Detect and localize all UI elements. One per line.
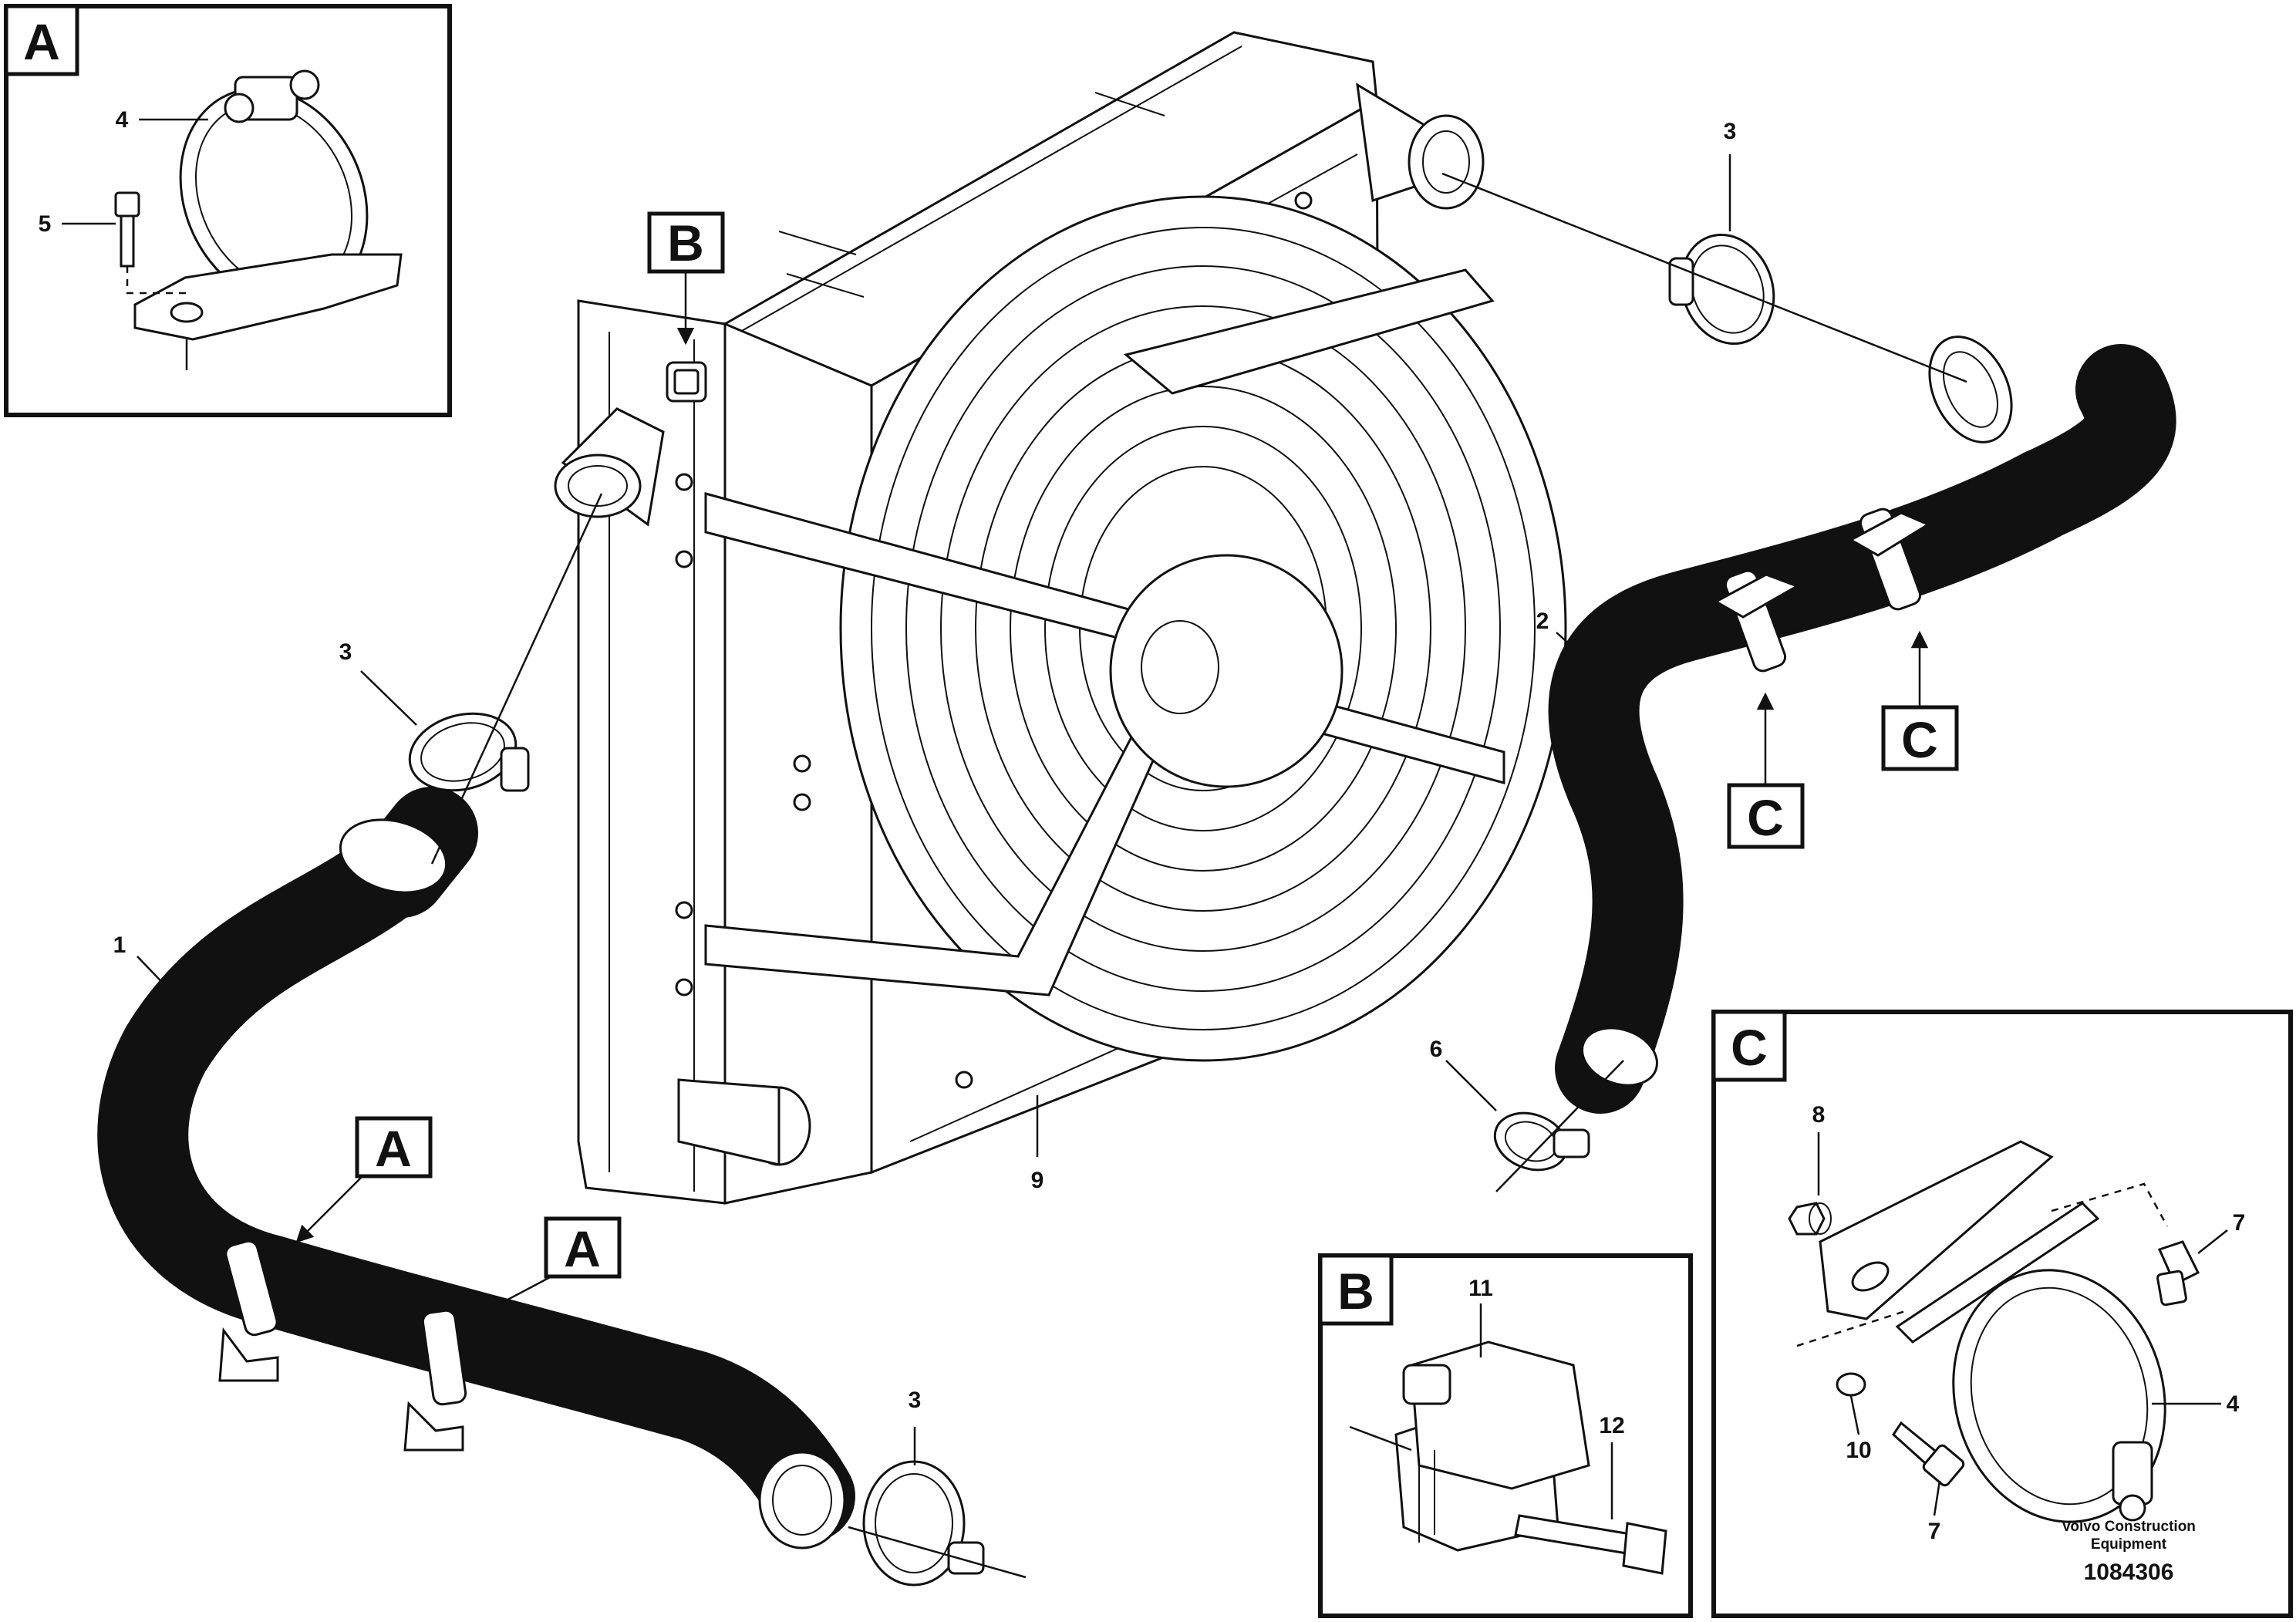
clamp-bottom: [862, 1460, 985, 1587]
svg-text:C: C: [1747, 789, 1784, 846]
detail-a-callout-2: 5: [39, 211, 52, 237]
drawing-number: 1084306: [2084, 1560, 2174, 1585]
callout-fan: 9: [1031, 1168, 1044, 1193]
tag-a-mid: A: [484, 1216, 622, 1313]
brand-line-2: Equipment: [2091, 1536, 2167, 1553]
svg-text:A: A: [23, 13, 60, 70]
callout-hose-right: 2: [1536, 609, 1549, 634]
tag-b-top: B: [647, 211, 725, 346]
svg-text:A: A: [375, 1120, 412, 1177]
detail-box-a: A 4 5: [4, 4, 452, 417]
svg-text:A: A: [564, 1220, 601, 1277]
callout-hose-left: 1: [113, 932, 126, 958]
tag-c-left: C: [1727, 692, 1805, 849]
detail-b-callout-1: 11: [1468, 1276, 1493, 1301]
tag-a-left: A: [295, 1116, 433, 1243]
clamp-small: [1493, 1111, 1590, 1172]
detail-c-callout-4: 10: [1846, 1438, 1871, 1463]
clamp-top-right: [1668, 233, 1775, 346]
hose-left: [97, 787, 855, 1549]
svg-text:C: C: [1731, 1019, 1768, 1076]
clamp-left: [408, 712, 530, 792]
detail-c-callout-2: 7: [2233, 1210, 2246, 1236]
fan-guard: [704, 195, 1567, 1062]
tag-c-right: C: [1881, 630, 1959, 771]
sensor-radiator: [666, 361, 707, 403]
detail-c-callout-3: 4: [2227, 1391, 2240, 1417]
callout-clamp-bottom: 3: [909, 1388, 922, 1413]
detail-c-callout-1: 8: [1812, 1102, 1826, 1128]
detail-box-b: B 11 12: [1318, 1253, 1693, 1618]
callout-clamp-small: 6: [1430, 1037, 1443, 1062]
svg-text:C: C: [1901, 711, 1938, 768]
brand-line-1: Volvo Construction: [2062, 1519, 2196, 1535]
detail-b-callout-2: 12: [1599, 1413, 1624, 1438]
hose-right: [1548, 336, 2176, 1114]
detail-a-callout-1: 4: [116, 107, 129, 133]
callout-clamp-top-right: 3: [1724, 119, 1737, 144]
detail-c-callout-5: 7: [1928, 1519, 1941, 1544]
callout-clamp-left: 3: [339, 639, 352, 665]
detail-box-c: C 8 7 4 10 7 Volvo Construction: [1711, 1010, 2293, 1618]
svg-text:B: B: [667, 214, 704, 271]
svg-text:B: B: [1337, 1263, 1374, 1320]
